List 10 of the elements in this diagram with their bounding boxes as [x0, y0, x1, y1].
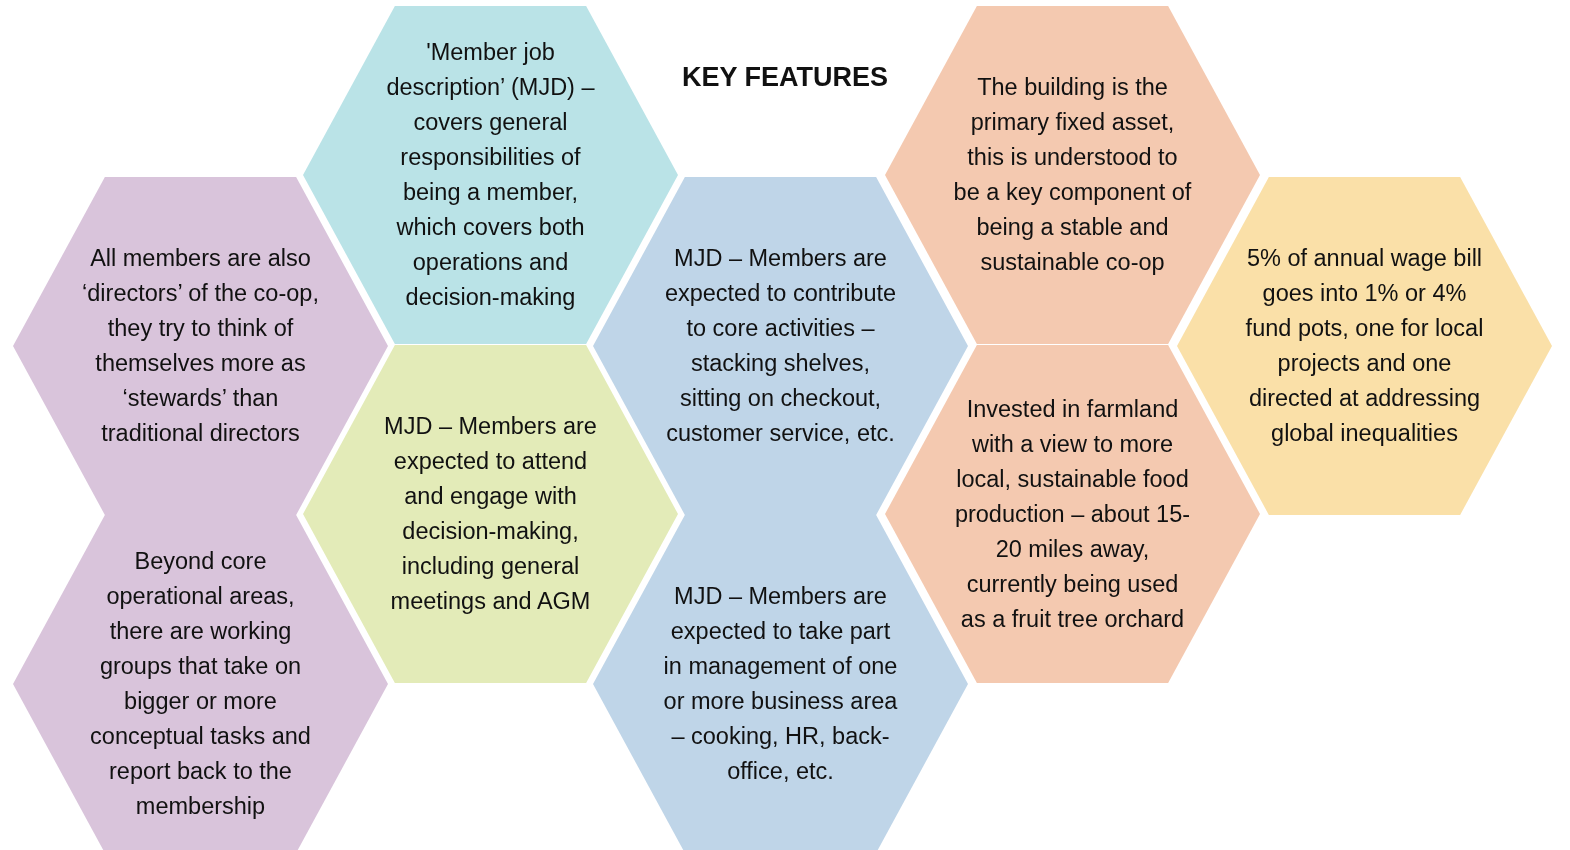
- diagram-title: KEY FEATURES: [680, 62, 889, 93]
- feature-text: The building is the primary fixed asset, this is understood to be a key component of being a stable and sustainable co-op: [953, 73, 1192, 277]
- feature-text: 5% of annual wage bill goes into 1% or 4% fund pots, one for local projects and one directed at addressing global inequalities: [1245, 244, 1484, 448]
- feature-text: MJD – Members are expected to take part in management of one or more business area – cooking, HR, back-office, etc.: [662, 582, 899, 786]
- feature-text: Beyond core operational areas, there are working groups that take on bigger or more conceptual tasks and report back to the membership: [89, 547, 312, 821]
- feature-text: Invested in farmland with a view to more local, sustainable food production – about 15-20 miles away, currently being used as a fruit tree orchard: [953, 394, 1192, 634]
- feature-text: 'Member job description’ (MJD) – covers general responsibilities of being a member, which covers both operations and decision-making: [385, 38, 596, 312]
- feature-text: MJD – Members are expected to attend and engage with decision-making, including general meetings and AGM: [383, 412, 598, 616]
- feature-text: MJD – Members are expected to contribute to core activities – stacking shelves, sitting on checkout, customer service, etc.: [663, 244, 898, 448]
- feature-text: All members are also ‘directors’ of the co-op, they try to think of themselves more as ‘stewards’ than traditional directors: [81, 244, 320, 448]
